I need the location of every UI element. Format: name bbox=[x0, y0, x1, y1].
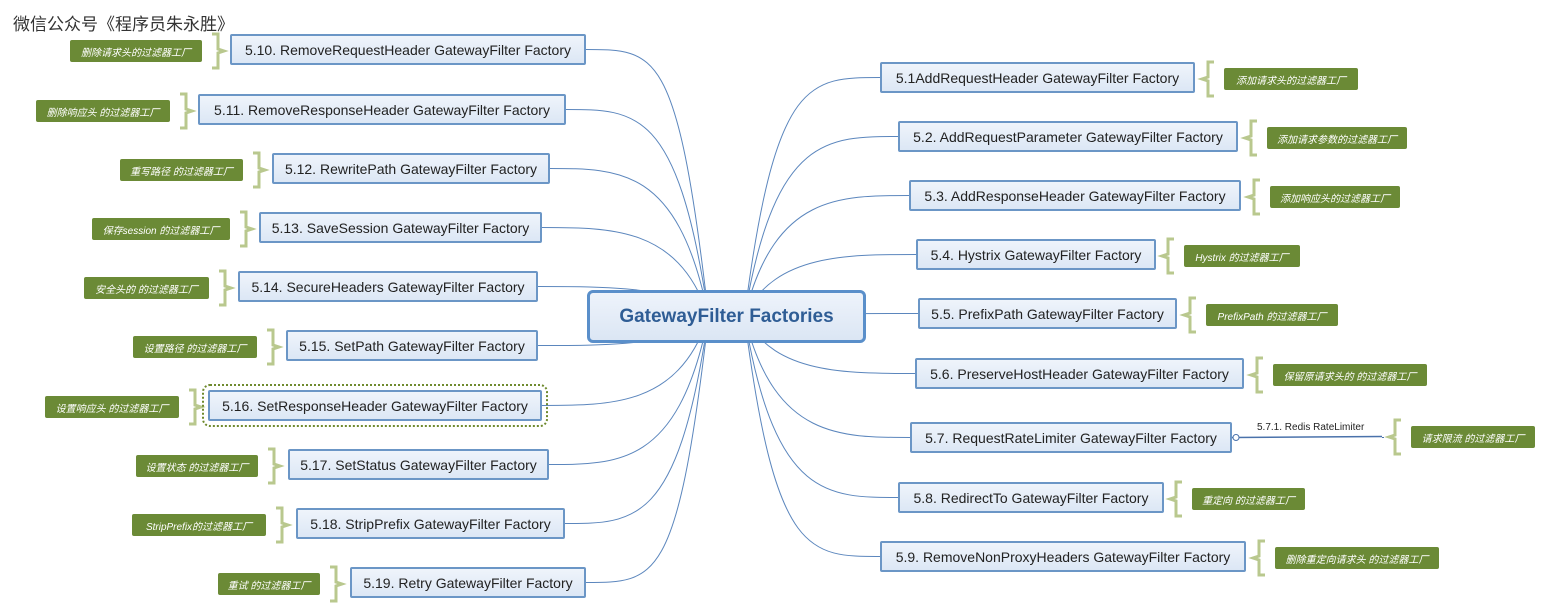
topic-set-response-header[interactable]: 5.16. SetResponseHeader GatewayFilter Fa… bbox=[202, 384, 548, 427]
connector-line bbox=[745, 325, 899, 498]
note-brace bbox=[1384, 418, 1401, 456]
note-brace bbox=[1248, 539, 1265, 577]
note-brace bbox=[1246, 356, 1263, 394]
note-brace bbox=[1165, 480, 1182, 518]
topic-set-status[interactable]: 5.17. SetStatus GatewayFilter Factory bbox=[288, 449, 549, 480]
topic-add-response-header[interactable]: 5.3. AddResponseHeader GatewayFilter Fac… bbox=[909, 180, 1241, 211]
note-brace bbox=[330, 565, 347, 603]
note-set-status[interactable]: 设置状态 的过滤器工厂 bbox=[136, 455, 258, 477]
note-add-request-header[interactable]: 添加请求头的过滤器工厂 bbox=[1224, 68, 1358, 90]
note-brace bbox=[268, 447, 285, 485]
note-rewrite-path[interactable]: 重写路径 的过滤器工厂 bbox=[120, 159, 243, 181]
note-remove-non-proxy-headers[interactable]: 删除重定向请求头 的过滤器工厂 bbox=[1275, 547, 1439, 569]
topic-retry[interactable]: 5.19. Retry GatewayFilter Factory bbox=[350, 567, 586, 598]
note-brace bbox=[1243, 178, 1260, 216]
note-brace bbox=[1240, 119, 1257, 157]
topic-save-session[interactable]: 5.13. SaveSession GatewayFilter Factory bbox=[259, 212, 542, 243]
topic-remove-response-header[interactable]: 5.11. RemoveResponseHeader GatewayFilter… bbox=[198, 94, 566, 125]
connector-line bbox=[564, 326, 708, 524]
topic-rewrite-path[interactable]: 5.12. RewritePath GatewayFilter Factory bbox=[272, 153, 550, 184]
connector-line bbox=[745, 328, 881, 557]
connector-line bbox=[745, 77, 881, 305]
note-brace bbox=[253, 151, 270, 189]
note-brace bbox=[267, 328, 284, 366]
subtopic-line bbox=[1231, 435, 1383, 439]
collapse-toggle-icon[interactable] bbox=[1232, 434, 1240, 441]
note-brace bbox=[1157, 237, 1174, 275]
central-topic[interactable]: GatewayFilter Factories bbox=[587, 290, 866, 343]
topic-remove-request-header[interactable]: 5.10. RemoveRequestHeader GatewayFilter … bbox=[230, 34, 586, 65]
connector-line bbox=[585, 329, 708, 583]
connector-line bbox=[548, 323, 708, 465]
note-secure-headers[interactable]: 安全头的 的过滤器工厂 bbox=[84, 277, 209, 299]
note-brace bbox=[1179, 296, 1196, 334]
topic-request-rate-limiter[interactable]: 5.7. RequestRateLimiter GatewayFilter Fa… bbox=[910, 422, 1232, 453]
topic-set-path[interactable]: 5.15. SetPath GatewayFilter Factory bbox=[286, 330, 538, 361]
note-brace bbox=[180, 92, 197, 130]
connector-line bbox=[745, 136, 899, 308]
watermark: 微信公众号《程序员朱永胜》 bbox=[13, 15, 234, 35]
connector-line bbox=[585, 49, 708, 304]
note-brace bbox=[219, 269, 236, 307]
note-redirect-to[interactable]: 重定向 的过滤器工厂 bbox=[1192, 488, 1305, 510]
topic-strip-prefix[interactable]: 5.18. StripPrefix GatewayFilter Factory bbox=[296, 508, 565, 539]
note-hystrix[interactable]: Hystrix 的过滤器工厂 bbox=[1184, 245, 1300, 267]
note-brace bbox=[212, 32, 229, 70]
note-strip-prefix[interactable]: StripPrefix的过滤器工厂 bbox=[132, 514, 266, 536]
connector-line bbox=[565, 109, 708, 307]
note-brace bbox=[240, 210, 257, 248]
note-remove-request-header[interactable]: 删除请求头的过滤器工厂 bbox=[70, 40, 202, 62]
note-preserve-host-header[interactable]: 保留原请求头的 的过滤器工厂 bbox=[1273, 364, 1427, 386]
note-request-rate-limiter[interactable]: 请求限流 的过滤器工厂 bbox=[1411, 426, 1535, 448]
note-prefix-path[interactable]: PrefixPath 的过滤器工厂 bbox=[1206, 304, 1338, 326]
note-add-response-header[interactable]: 添加响应头的过滤器工厂 bbox=[1270, 186, 1400, 208]
topic-add-request-parameter[interactable]: 5.2. AddRequestParameter GatewayFilter F… bbox=[898, 121, 1238, 152]
topic-add-request-header[interactable]: 5.1AddRequestHeader GatewayFilter Factor… bbox=[880, 62, 1195, 93]
topic-preserve-host-header[interactable]: 5.6. PreserveHostHeader GatewayFilter Fa… bbox=[915, 358, 1244, 389]
topic-remove-non-proxy-headers[interactable]: 5.9. RemoveNonProxyHeaders GatewayFilter… bbox=[880, 541, 1246, 572]
note-brace bbox=[1197, 60, 1214, 98]
topic-secure-headers[interactable]: 5.14. SecureHeaders GatewayFilter Factor… bbox=[238, 271, 538, 302]
topic-hystrix[interactable]: 5.4. Hystrix GatewayFilter Factory bbox=[916, 239, 1156, 270]
topic-redirect-to[interactable]: 5.8. RedirectTo GatewayFilter Factory bbox=[898, 482, 1164, 513]
note-remove-response-header[interactable]: 删除响应头 的过滤器工厂 bbox=[36, 100, 170, 122]
note-set-path[interactable]: 设置路径 的过滤器工厂 bbox=[133, 336, 257, 358]
note-set-response-header[interactable]: 设置响应头 的过滤器工厂 bbox=[45, 396, 179, 418]
subtopic-redis-rate-limiter[interactable]: 5.7.1. Redis RateLimiter bbox=[1257, 422, 1365, 433]
note-save-session[interactable]: 保存session 的过滤器工厂 bbox=[92, 218, 230, 240]
note-brace bbox=[276, 506, 293, 544]
connector-line bbox=[549, 168, 708, 310]
note-add-request-parameter[interactable]: 添加请求参数的过滤器工厂 bbox=[1267, 127, 1407, 149]
note-retry[interactable]: 重试 的过滤器工厂 bbox=[218, 573, 320, 595]
topic-prefix-path[interactable]: 5.5. PrefixPath GatewayFilter Factory bbox=[918, 298, 1177, 329]
note-brace bbox=[189, 388, 206, 426]
